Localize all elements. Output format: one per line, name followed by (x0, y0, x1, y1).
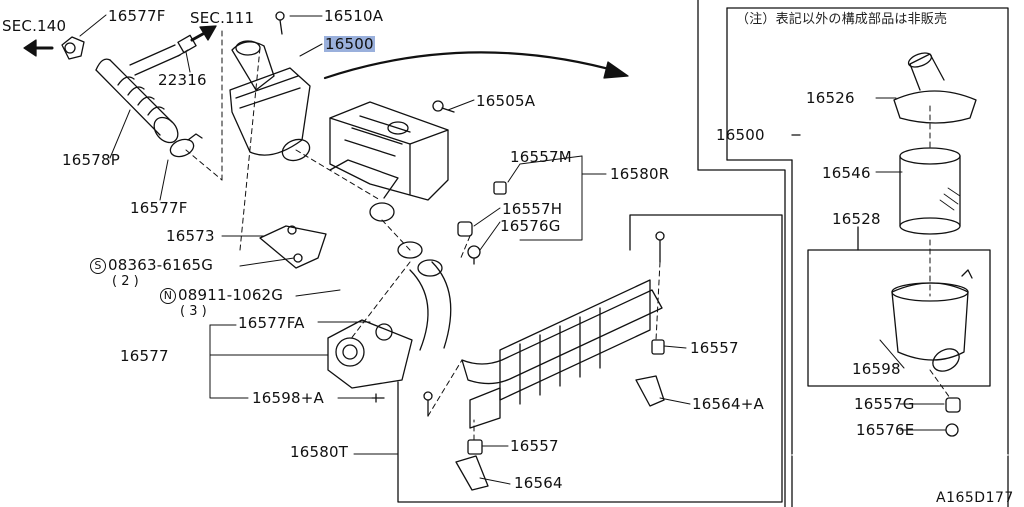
bracket-16564A (635, 375, 665, 407)
bolt-16505A (432, 100, 455, 113)
duct-hose-16578P (61, 36, 181, 144)
flow-arrow (323, 51, 629, 80)
part-16577FA[interactable]: 16577FA (238, 314, 305, 332)
s-symbol-icon: S (90, 258, 106, 274)
hose-16577FA (397, 241, 452, 351)
part-16557-right[interactable]: 16557 (690, 339, 739, 357)
collar-16576G (467, 245, 481, 265)
bolt-16510A (275, 11, 285, 35)
clamp-22316 (177, 34, 197, 57)
inset-grommet-16557G (945, 397, 961, 413)
part-16577F-bottom[interactable]: 16577F (130, 199, 188, 217)
grommet-16557-bottom (467, 439, 483, 455)
grommet-16557M (493, 181, 507, 195)
part-16564A[interactable]: 16564+A (692, 395, 764, 413)
clamp-16577F (169, 133, 203, 158)
inset-collar-16576E (945, 423, 959, 437)
part-16546[interactable]: 16546 (822, 164, 871, 182)
non-sale-note: （注）表記以外の構成部品は非販売 (736, 12, 948, 27)
sec111-link[interactable]: SEC.111 (190, 9, 255, 27)
inlet-duct-16580T (461, 279, 663, 429)
part-16505A[interactable]: 16505A (476, 92, 536, 110)
part-16557H[interactable]: 16557H (502, 200, 563, 218)
assembly-lines (185, 29, 951, 441)
part-16598[interactable]: 16598 (852, 360, 901, 378)
qty-08911: ( 3 ) (180, 304, 207, 319)
grommet-16557H (457, 221, 473, 237)
part-16577F-top[interactable]: 16577F (108, 7, 166, 25)
sec140-arrow-icon (23, 39, 54, 57)
qty-08363: ( 2 ) (112, 274, 139, 289)
part-22316[interactable]: 22316 (158, 71, 207, 89)
part-16577[interactable]: 16577 (120, 347, 169, 365)
frame-lines (397, 0, 1009, 507)
part-16573[interactable]: 16573 (166, 227, 215, 245)
part-16580T[interactable]: 16580T (290, 443, 349, 461)
part-08911-label: 08911-1062G (178, 286, 284, 304)
part-08363-label: 08363-6165G (108, 256, 214, 274)
grommet-16557-right (651, 339, 665, 355)
throttle-adapter-16577 (327, 319, 413, 389)
bolt-tray (423, 231, 665, 417)
part-16557M[interactable]: 16557M (510, 148, 572, 166)
part-16564[interactable]: 16564 (514, 474, 563, 492)
part-16576E[interactable]: 16576E (856, 421, 915, 439)
air-cleaner-housing (229, 40, 311, 162)
inset-cover-16526 (893, 52, 977, 124)
part-16557G[interactable]: 16557G (854, 395, 915, 413)
leader-lines (79, 14, 947, 485)
part-16598A[interactable]: 16598+A (252, 389, 324, 407)
part-16510A[interactable]: 16510A (324, 7, 384, 25)
bracket-16564 (455, 455, 489, 491)
part-16557-bottom[interactable]: 16557 (510, 437, 559, 455)
resonator-16580R (329, 101, 449, 222)
part-16580R[interactable]: 16580R (610, 165, 670, 183)
part-16526[interactable]: 16526 (806, 89, 855, 107)
part-16500-assembly[interactable]: 16500 (716, 126, 765, 144)
n-symbol-icon: N (160, 288, 176, 304)
diagram-reference-code: A165D177 (936, 490, 1014, 506)
inset-housing-16528 (891, 269, 973, 372)
sensor-16598A (371, 393, 385, 403)
part-16500-highlighted[interactable]: 16500 (324, 35, 375, 53)
part-16578P[interactable]: 16578P (62, 151, 120, 169)
sec111-arrow-icon (190, 25, 217, 42)
part-16528[interactable]: 16528 (832, 210, 881, 228)
sec140-link[interactable]: SEC.140 (2, 17, 67, 35)
inset-filter-16546 (899, 147, 961, 235)
part-16576G[interactable]: 16576G (500, 217, 561, 235)
